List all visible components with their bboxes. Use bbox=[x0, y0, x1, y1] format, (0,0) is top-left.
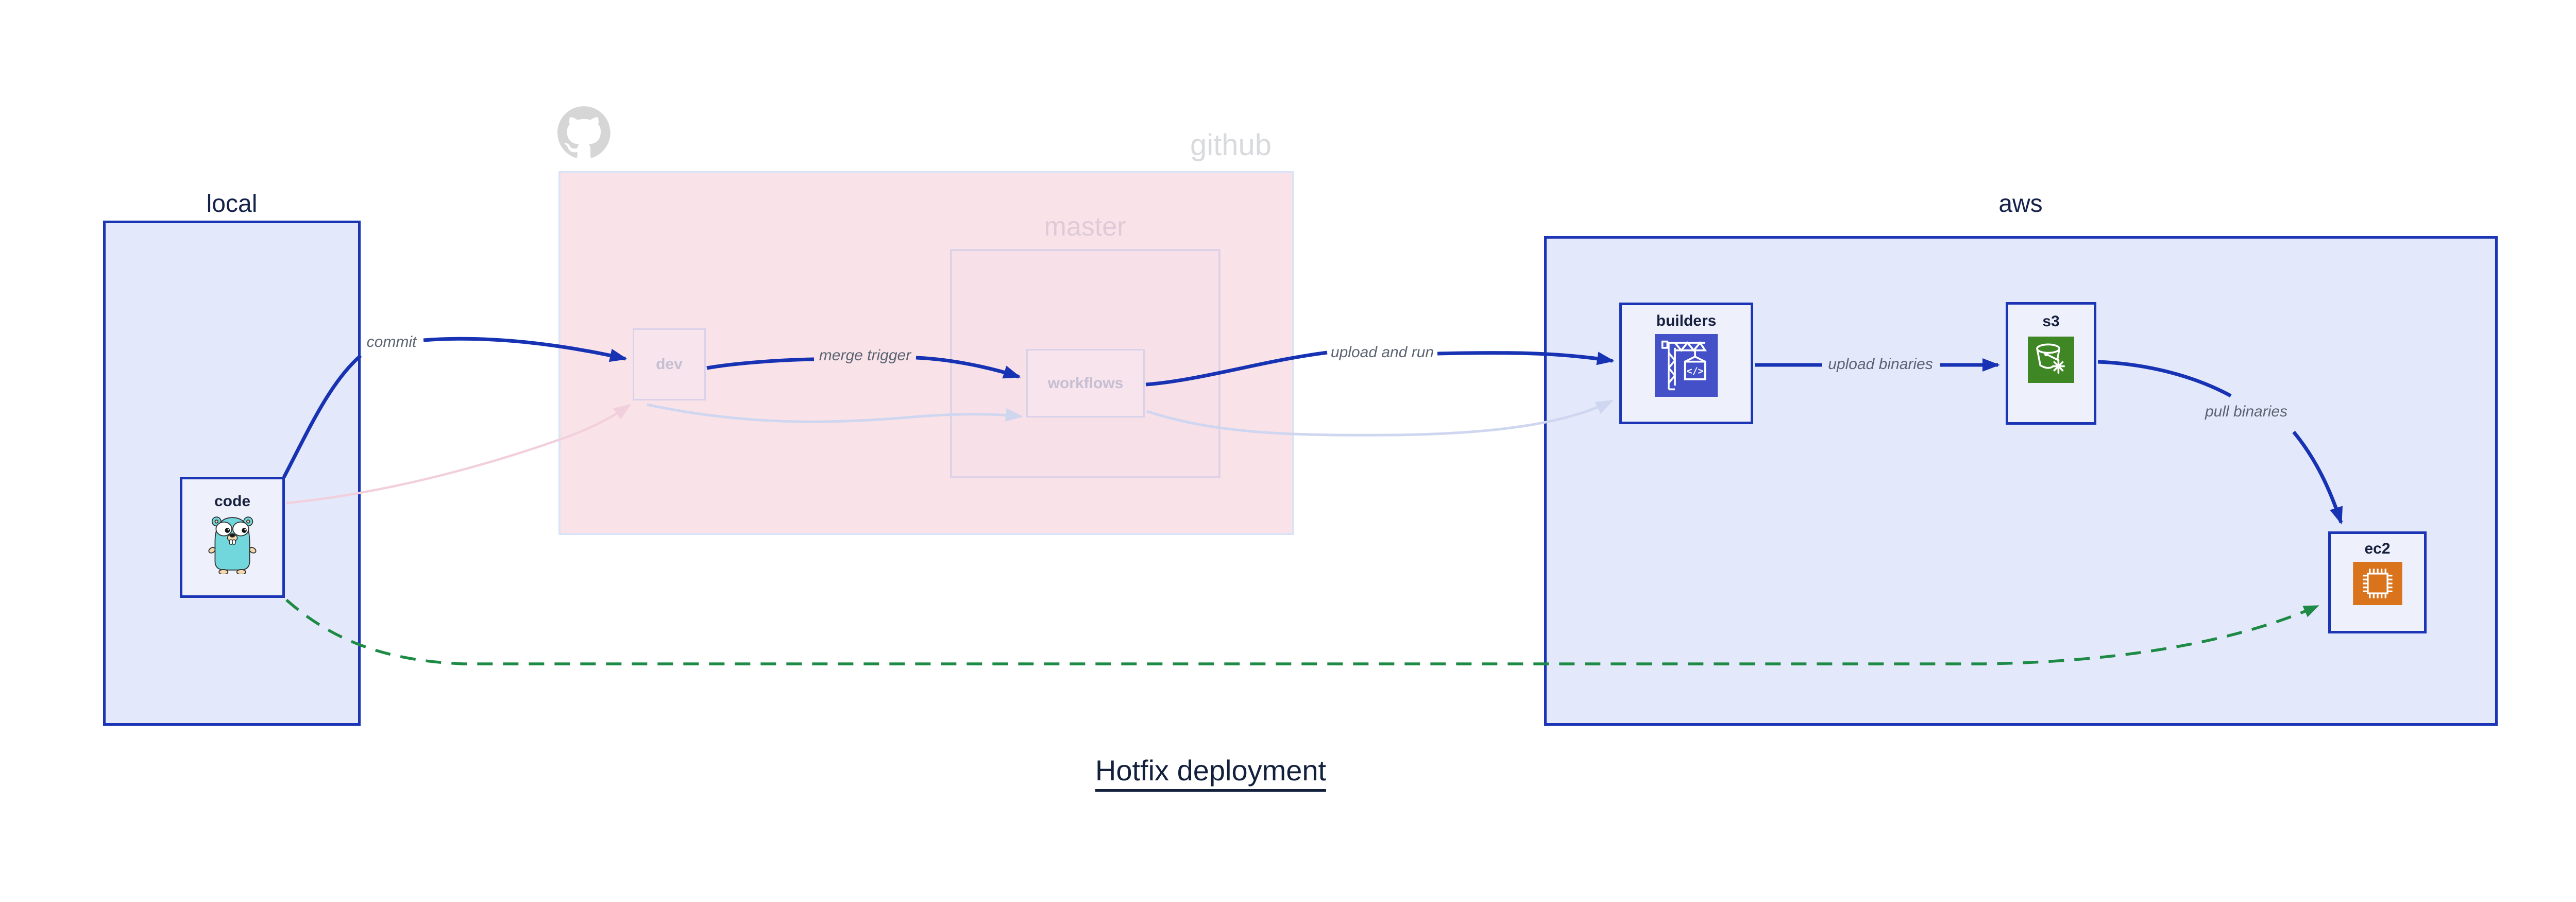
edge-label-merge-trigger: merge trigger bbox=[819, 347, 911, 364]
node-s3-label: s3 bbox=[2042, 313, 2060, 330]
node-workflows-label: workflows bbox=[1047, 374, 1124, 392]
node-s3: s3 bbox=[2006, 302, 2096, 425]
node-builders-label: builders bbox=[1656, 312, 1717, 329]
edge-label-upload-and-run: upload and run bbox=[1330, 344, 1434, 361]
node-builders: builders < bbox=[1619, 303, 1753, 424]
edge-code-to-dev-faded bbox=[286, 404, 632, 505]
cluster-label-github: github bbox=[1190, 128, 1272, 162]
edge-dev-to-workflows-faded bbox=[647, 403, 1023, 423]
edge-commit bbox=[282, 337, 628, 478]
node-workflows: workflows bbox=[1026, 349, 1145, 417]
cluster-label-aws: aws bbox=[1998, 190, 2043, 218]
edge-merge-trigger bbox=[706, 356, 1021, 379]
cluster-label-master: master bbox=[1044, 212, 1126, 242]
svg-text:</>: </> bbox=[1687, 366, 1704, 377]
s3-glacier-bucket-icon bbox=[2028, 337, 2074, 383]
edge-pull-binaries bbox=[2097, 360, 2343, 525]
node-ec2: ec2 bbox=[2328, 531, 2427, 633]
gopher-icon bbox=[208, 513, 257, 574]
edge-workflows-to-builders-faded bbox=[1146, 399, 1614, 437]
node-ec2-label: ec2 bbox=[2364, 540, 2391, 557]
node-dev-label: dev bbox=[656, 356, 683, 373]
ec2-chip-icon bbox=[2352, 562, 2402, 605]
edge-upload-and-run bbox=[1145, 350, 1615, 387]
edge-label-pull-binaries: pull binaries bbox=[2205, 403, 2288, 420]
github-octocat-icon bbox=[557, 106, 611, 158]
cluster-local bbox=[103, 221, 361, 726]
edge-label-commit: commit bbox=[366, 333, 417, 350]
diagram-title: Hotfix deployment bbox=[1095, 754, 1327, 792]
edge-label-upload-binaries: upload binaries bbox=[1828, 356, 1933, 373]
node-code: code bbox=[180, 477, 285, 598]
cluster-label-local: local bbox=[206, 190, 258, 218]
codebuild-crane-icon: </> bbox=[1655, 334, 1718, 397]
edge-code-to-ec2-hotfix bbox=[285, 598, 2319, 665]
node-dev: dev bbox=[633, 328, 706, 400]
node-code-label: code bbox=[214, 493, 251, 510]
